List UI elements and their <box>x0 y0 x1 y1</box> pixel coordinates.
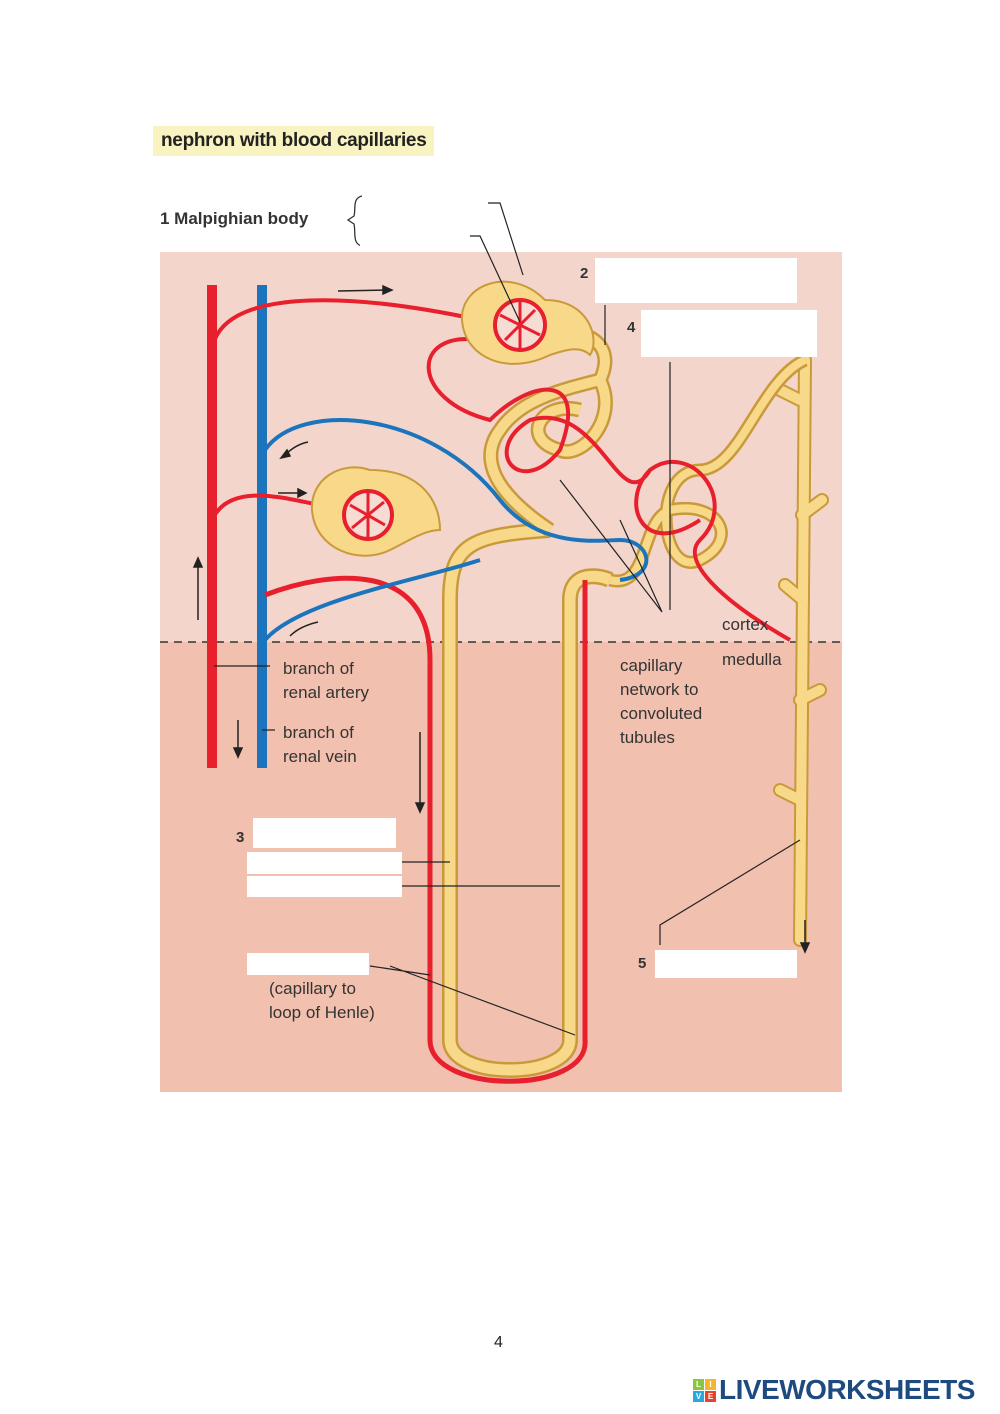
text-line: network to <box>620 680 699 699</box>
text-line: branch of <box>283 723 354 742</box>
answer-field-descending-limb[interactable] <box>247 852 402 874</box>
text-line: loop of Henle) <box>269 1003 375 1022</box>
vasa-recta-capillary <box>264 575 588 1084</box>
renal-vein-label: branch of renal vein <box>283 721 357 769</box>
liveworksheets-logo: L I V E LIVEWORKSHEETS <box>693 1374 975 1406</box>
malpighian-body-label: 1 Malpighian body <box>160 209 309 228</box>
logo-tile: V <box>693 1390 704 1402</box>
bowmans-capsule-1 <box>460 280 595 365</box>
page-number: 4 <box>494 1334 503 1351</box>
label-number-2: 2 <box>580 265 589 282</box>
bowmans-capsule-2 <box>310 466 442 557</box>
leader-lines <box>214 202 801 1036</box>
brace <box>346 195 363 247</box>
logo-tile: L <box>693 1378 704 1390</box>
answer-field-ascending-limb[interactable] <box>247 876 402 897</box>
answer-field-2[interactable] <box>595 258 797 303</box>
text-line: tubules <box>620 728 675 747</box>
capillary-loop-label: (capillary to loop of Henle) <box>269 977 375 1025</box>
answer-field-malpighian[interactable] <box>360 212 470 252</box>
answer-field-3[interactable] <box>253 818 396 848</box>
text-line: capillary <box>620 656 683 675</box>
capillary-network-label: capillary network to convoluted tubules <box>620 654 702 750</box>
logo-tiles-icon: L I V E <box>693 1378 716 1402</box>
medulla-label: medulla <box>722 650 782 669</box>
logo-tile: E <box>705 1390 716 1402</box>
cortex-label: cortex <box>722 615 769 634</box>
label-number-4: 4 <box>627 319 636 336</box>
label-number-3: 3 <box>236 829 245 846</box>
label-number-5: 5 <box>638 955 647 972</box>
logo-tile: I <box>705 1378 716 1390</box>
answer-field-5[interactable] <box>655 950 797 978</box>
capillary-network <box>210 298 791 642</box>
venous-capillaries <box>263 418 649 642</box>
renal-artery-label: branch of renal artery <box>283 657 369 705</box>
logo-text: LIVEWORKSHEETS <box>719 1374 975 1405</box>
flow-arrows <box>192 284 811 954</box>
text-line: (capillary to <box>269 979 356 998</box>
text-line: renal vein <box>283 747 357 766</box>
answer-field-capillary-loop[interactable] <box>247 953 369 975</box>
text-line: convoluted <box>620 704 703 723</box>
diagram-title: nephron with blood capillaries <box>153 126 435 156</box>
answer-field-4[interactable] <box>641 310 817 357</box>
text-line: renal artery <box>283 683 369 702</box>
text-line: branch of <box>283 659 354 678</box>
